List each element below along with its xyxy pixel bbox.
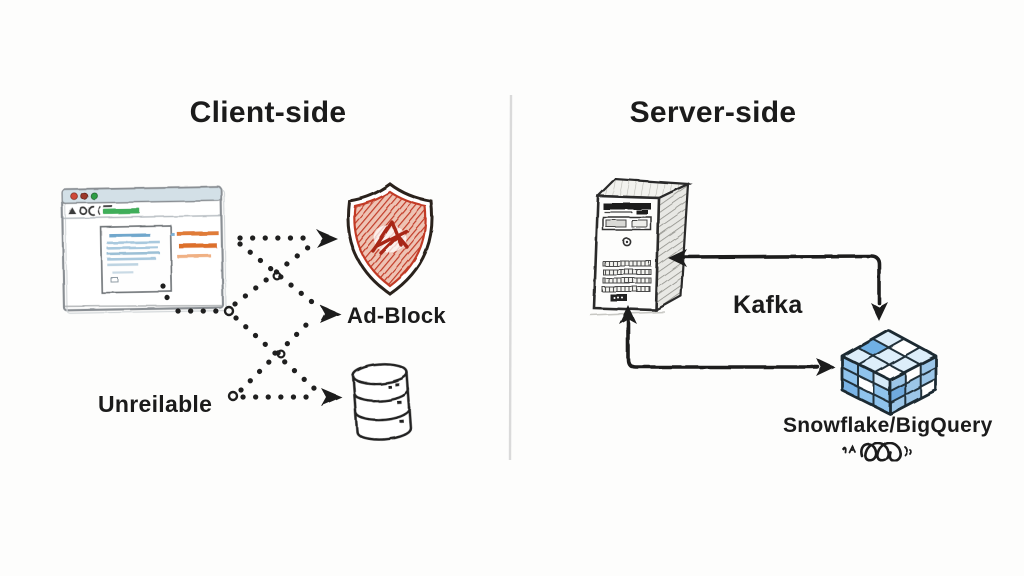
address-bar <box>103 208 141 215</box>
signature-scribble-icon <box>842 441 912 462</box>
dotted-arrowheads <box>317 230 342 406</box>
ad-line <box>176 231 219 236</box>
traffic-light-darkred-icon <box>80 192 88 200</box>
kafka-label: Kafka <box>733 291 803 319</box>
database-icon <box>351 363 413 441</box>
warehouse-cube-icon <box>840 328 938 416</box>
adblock-label: Ad-Block <box>347 303 446 328</box>
unreliable-label: Unreilable <box>98 391 213 417</box>
client-dotted-arrows <box>160 235 320 402</box>
server-to-warehouse-top-line <box>678 254 881 305</box>
browser-back-icon <box>88 205 96 217</box>
kafka-flow-arrows <box>626 254 881 369</box>
browser-home-icon <box>68 207 77 215</box>
adblock-shield-icon <box>346 182 434 296</box>
drive-bay <box>603 203 651 210</box>
traffic-light-green-icon <box>90 192 98 200</box>
shield-emblem <box>371 220 409 255</box>
server-side-title: Server-side <box>629 96 797 129</box>
server-to-warehouse-bottom-line <box>626 318 820 369</box>
browser-titlebar <box>61 185 222 205</box>
server-tower-icon <box>589 177 693 316</box>
browser-reload-icon <box>79 206 88 216</box>
browser-window-icon <box>60 185 227 314</box>
warehouse-label: Snowflake/BigQuery <box>783 414 993 437</box>
traffic-light-red-icon <box>70 192 78 200</box>
panel-divider <box>508 94 513 461</box>
client-side-title: Client-side <box>189 96 347 129</box>
kafka-arrowheads <box>619 249 888 376</box>
